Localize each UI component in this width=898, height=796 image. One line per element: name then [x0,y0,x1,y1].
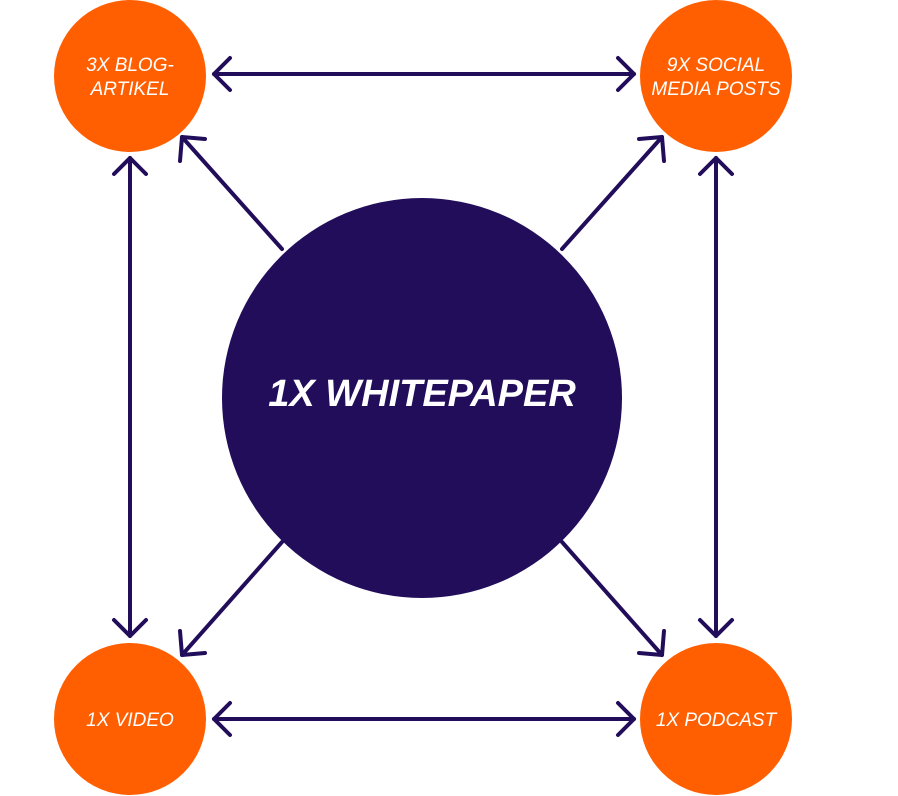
node-podcast-label: 1X PODCAST [656,710,778,731]
node-social-circle [640,0,792,152]
node-video: 1X VIDEO [54,643,206,795]
node-whitepaper-label: 1X WHITEPAPER [268,373,576,415]
node-social: 9X SOCIAL MEDIA POSTS [640,0,792,152]
node-podcast-circle [640,643,792,795]
arrow-center-blog [178,135,284,251]
arrow-blog-social [212,56,636,92]
node-video-circle [54,643,206,795]
arrow-center-podcast [560,540,666,657]
node-whitepaper-circle [222,198,622,598]
arrow-social-podcast [698,156,734,638]
node-social-label-line1: 9X SOCIAL [667,55,765,76]
node-social-label-line2: MEDIA POSTS [651,79,780,100]
node-blog-label-line1: 3X BLOG- [86,55,174,76]
node-blog-label-line2: ARTIKEL [90,79,170,100]
arrow-center-social [560,135,666,251]
arrow-video-podcast [212,701,636,737]
node-blog: 3X BLOG- ARTIKEL [54,0,206,152]
node-whitepaper: 1X WHITEPAPER [222,198,622,598]
node-blog-circle [54,0,206,152]
node-video-label: 1X VIDEO [86,710,174,731]
node-podcast: 1X PODCAST [640,643,792,795]
arrow-blog-video [112,156,148,638]
arrow-center-video [178,540,284,657]
arrows [112,56,734,737]
